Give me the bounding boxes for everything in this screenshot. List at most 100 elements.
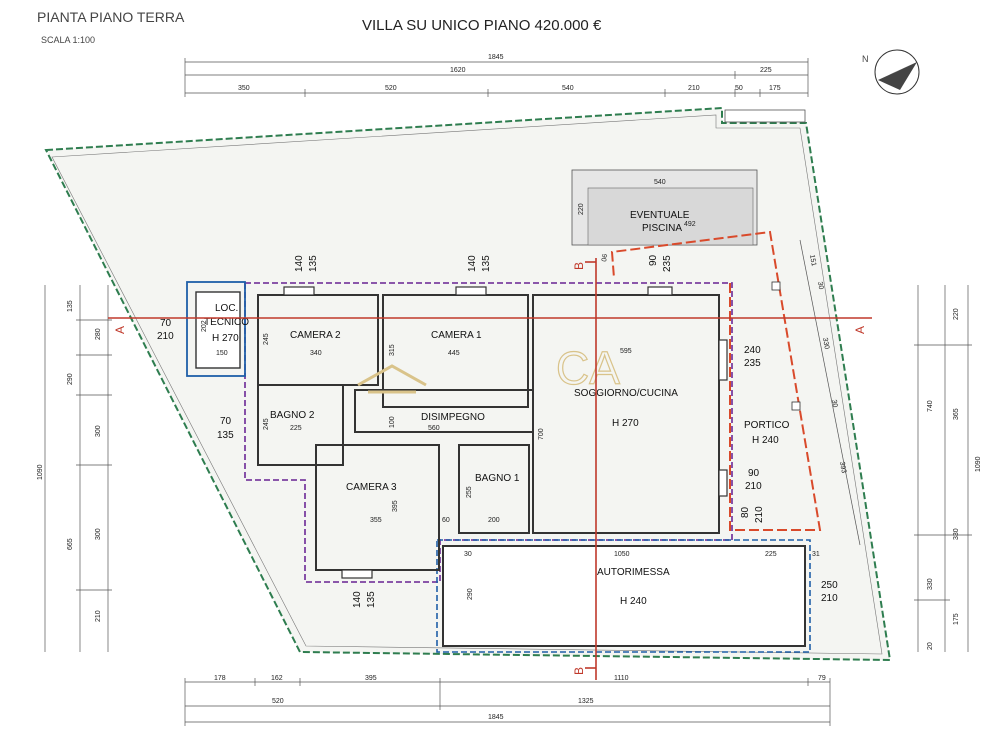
dim-por-30b: 30 — [830, 399, 838, 408]
listing-title: VILLA SU UNICO PIANO 420.000 € — [362, 17, 602, 34]
dim-right-175: 175 — [953, 613, 960, 625]
dim-left-665: 665 — [67, 538, 74, 550]
dim-bot-1325: 1325 — [578, 698, 594, 705]
left-dimension-lines — [44, 285, 112, 652]
dim-p-06: 06 — [601, 253, 609, 262]
ann-cam3-top: 140 — [352, 591, 363, 608]
plan-scale: SCALA 1:100 — [41, 35, 95, 45]
dim-loc-150: 150 — [216, 350, 228, 357]
dim-right-330a: 330 — [953, 528, 960, 540]
ann-por-bot: 210 — [745, 481, 762, 492]
dim-gar-31: 31 — [812, 551, 820, 558]
dim-bot-79: 79 — [818, 675, 826, 682]
portico-label: PORTICO — [744, 420, 790, 431]
ann-gar-top: 250 — [821, 580, 838, 591]
dim-gar-1050: 1050 — [614, 551, 630, 558]
room-camera3: CAMERA 3 — [346, 482, 397, 493]
ann-gar-bot: 210 — [821, 593, 838, 604]
room-soggiorno-height: H 270 — [612, 418, 639, 429]
watermark: CA — [357, 341, 621, 395]
ann-sog-right-top: 240 — [744, 345, 761, 356]
ann-loc-top: 70 — [160, 318, 172, 329]
loc-tecnico-label-2: TECNICO — [204, 317, 249, 328]
dim-top-1845: 1845 — [488, 54, 504, 61]
ann-bagno2-top: 70 — [220, 416, 232, 427]
dim-left-290: 290 — [67, 373, 74, 385]
dim-left-280: 280 — [95, 328, 102, 340]
dim-bagno1-h: 255 — [466, 486, 473, 498]
dim-gar-225: 225 — [765, 551, 777, 558]
dim-sogg-h: 700 — [538, 428, 545, 440]
room-disimpegno: DISIMPEGNO — [421, 412, 485, 423]
dim-right-220: 220 — [953, 308, 960, 320]
dim-cam3-w: 355 — [370, 517, 382, 524]
dim-right-1090: 1090 — [975, 456, 982, 472]
dim-left-1090: 1090 — [37, 464, 44, 480]
dim-top-210: 210 — [688, 85, 700, 92]
loc-tecnico-outline — [186, 281, 246, 377]
dim-left-300a: 300 — [95, 425, 102, 437]
pool-label-1: EVENTUALE — [630, 210, 690, 221]
dim-top-350: 350 — [238, 85, 250, 92]
dim-sogg-w: 595 — [620, 348, 632, 355]
room-bagno1: BAGNO 1 — [475, 473, 520, 484]
dim-bagno2-h: 245 — [263, 418, 270, 430]
dim-pool-492: 492 — [684, 221, 696, 228]
loc-tecnico-label-1: LOC. — [215, 303, 238, 314]
dim-bagno1-w: 200 — [488, 517, 500, 524]
dim-pool-220: 220 — [578, 203, 585, 215]
room-camera2: CAMERA 2 — [290, 330, 341, 341]
dim-por-393: 393 — [838, 461, 847, 474]
section-a-left: A — [113, 326, 127, 334]
dim-bagno2-w: 225 — [290, 425, 302, 432]
dim-bot-520: 520 — [272, 698, 284, 705]
lot-boundary — [44, 106, 892, 662]
dim-top-175: 175 — [769, 85, 781, 92]
window-marks — [283, 286, 728, 579]
dim-gar-290: 290 — [467, 588, 474, 600]
north-label: N — [862, 54, 869, 64]
dim-bot-1845: 1845 — [488, 714, 504, 721]
ann-cam2-bot: 135 — [308, 255, 319, 272]
plan-title: PIANTA PIANO TERRA — [37, 9, 185, 25]
bottom-dimension-lines — [184, 678, 831, 726]
ann-bagno2-bot: 135 — [217, 430, 234, 441]
ann-cam3-bot: 135 — [366, 591, 377, 608]
dim-por-151: 151 — [808, 254, 817, 267]
portico-outline — [610, 230, 861, 546]
section-lines — [108, 258, 872, 680]
house-outline — [244, 282, 733, 583]
garage-label: AUTORIMESSA — [597, 567, 670, 578]
dim-left-135: 135 — [67, 300, 74, 312]
section-b-bottom: B — [572, 667, 586, 675]
dim-cam3-h: 395 — [392, 500, 399, 512]
dim-top-1620: 1620 — [450, 67, 466, 74]
dim-left-210: 210 — [95, 610, 102, 622]
watermark-text: CA — [556, 342, 620, 394]
interior-walls — [257, 294, 720, 571]
dim-right-365: 365 — [953, 408, 960, 420]
dim-right-330b: 330 — [927, 578, 934, 590]
ann-cam1-top: 140 — [467, 255, 478, 272]
dim-bot-1110: 1110 — [614, 675, 629, 682]
dim-top-225: 225 — [760, 67, 772, 74]
ann-loc-bot: 210 — [157, 331, 174, 342]
ann-por2-a: 80 — [740, 506, 751, 518]
dim-top-50: 50 — [735, 85, 743, 92]
dim-cam1-h: 315 — [389, 344, 396, 356]
dim-cam1-w: 445 — [448, 350, 460, 357]
garage-height: H 240 — [620, 596, 647, 607]
top-dimension-lines — [184, 58, 809, 97]
dim-top-520: 520 — [385, 85, 397, 92]
dim-right-20: 20 — [927, 642, 934, 650]
section-a-right: A — [853, 326, 867, 334]
loc-tecnico-height: H 270 — [212, 333, 239, 344]
ann-sog-bot: 235 — [662, 255, 673, 272]
ann-sog-right-bot: 235 — [744, 358, 761, 369]
pool-area — [571, 169, 758, 246]
dim-top-540: 540 — [562, 85, 574, 92]
right-dimension-lines — [914, 285, 972, 652]
dim-right-740: 740 — [927, 400, 934, 412]
portico-height: H 240 — [752, 435, 779, 446]
